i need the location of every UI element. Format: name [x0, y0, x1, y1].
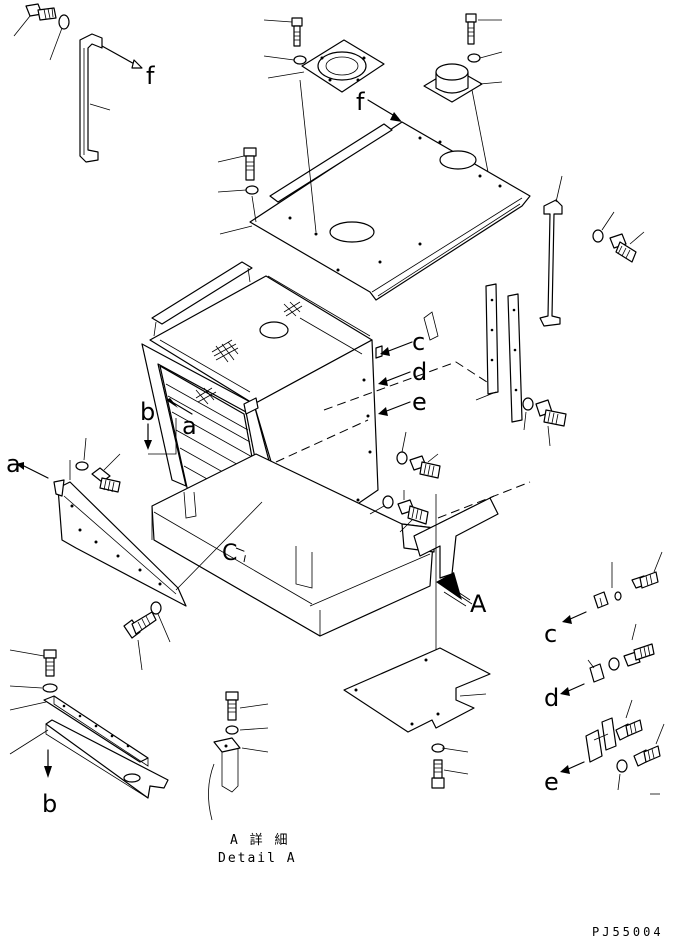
mesh-grille-3 — [195, 387, 217, 405]
label-f-top: f — [146, 62, 155, 90]
base-tray: C — [151, 453, 435, 637]
bolt-mid-right-1 — [409, 455, 441, 479]
washer-right-bracket — [592, 229, 604, 243]
right-hanging-bracket — [539, 199, 563, 327]
bottom-left-plate — [43, 695, 169, 799]
vertical-bracket-top-left — [79, 33, 103, 163]
bolt-detail-a — [225, 691, 239, 721]
detail-view-c: c — [544, 551, 663, 648]
washer-top-left — [58, 14, 70, 30]
label-f-plate: f — [356, 88, 365, 116]
detail-caption-japanese: A 詳 細 — [230, 832, 289, 848]
label-a-mid: a — [182, 412, 197, 440]
washer-under-strip — [522, 397, 534, 411]
washer-upper-left — [245, 185, 259, 195]
label-C-body: C — [222, 541, 237, 566]
cap-assembly — [423, 63, 483, 103]
label-d-right: d — [412, 358, 427, 386]
bottom-base-plate — [343, 647, 491, 733]
washer-cap — [467, 53, 481, 63]
bolt-mid-right-2 — [397, 499, 429, 525]
top-plate-hole-large — [329, 221, 375, 243]
washer-flange — [293, 55, 307, 65]
top-cover-plate: f — [249, 88, 531, 301]
top-plate-hole-small — [439, 150, 477, 170]
top-left-bracket-assembly: f — [13, 3, 155, 163]
bolt-top-left — [25, 3, 57, 21]
drawing-code: PJ55004 — [592, 925, 664, 939]
vertical-strip-1 — [485, 283, 499, 395]
washer-left-panel — [75, 461, 89, 471]
bolt-lower-left-panel — [123, 611, 157, 639]
washer-mid-right-2 — [382, 495, 394, 509]
mesh-grille-1 — [211, 339, 239, 363]
label-c-right: c — [412, 328, 425, 356]
bolt-upper-left — [243, 147, 257, 181]
detail-view-d: d — [544, 623, 655, 712]
bolt-flange — [291, 17, 303, 47]
bolt-left-panel — [91, 467, 121, 493]
label-e-right: e — [412, 388, 427, 416]
bolt-cap — [465, 13, 477, 45]
detail-a-drawing — [208, 691, 269, 821]
dashed-panel-outline — [323, 361, 491, 411]
flange-plate — [301, 39, 385, 93]
label-a-left: a — [6, 450, 21, 478]
label-A-arrow: A — [470, 590, 487, 618]
arrows-c-d-e: c d e — [378, 311, 439, 416]
mesh-grille-2 — [283, 301, 303, 317]
washer-lower-left-panel — [150, 601, 162, 615]
washer-mid-right-1 — [396, 451, 408, 465]
detail-view-e: e — [544, 699, 665, 796]
detail-caption-english: Detail A — [218, 851, 297, 866]
washer-detail-a — [225, 725, 239, 735]
bolt-bottom-left — [43, 649, 57, 677]
label-e-detail: e — [544, 768, 559, 796]
label-d-detail: d — [544, 684, 559, 712]
left-side-panel — [53, 479, 187, 607]
bolt-base-plate — [431, 759, 445, 789]
bolt-under-strip — [535, 399, 567, 427]
vertical-strip-2 — [507, 293, 523, 423]
label-b-bottom: b — [42, 790, 57, 818]
top-face-hole — [259, 321, 289, 339]
label-c-detail: c — [544, 620, 557, 648]
bolt-right-bracket — [609, 233, 637, 263]
arrow-A — [436, 572, 473, 607]
washer-bottom-left — [42, 683, 58, 693]
label-b-mid: b — [140, 398, 155, 426]
